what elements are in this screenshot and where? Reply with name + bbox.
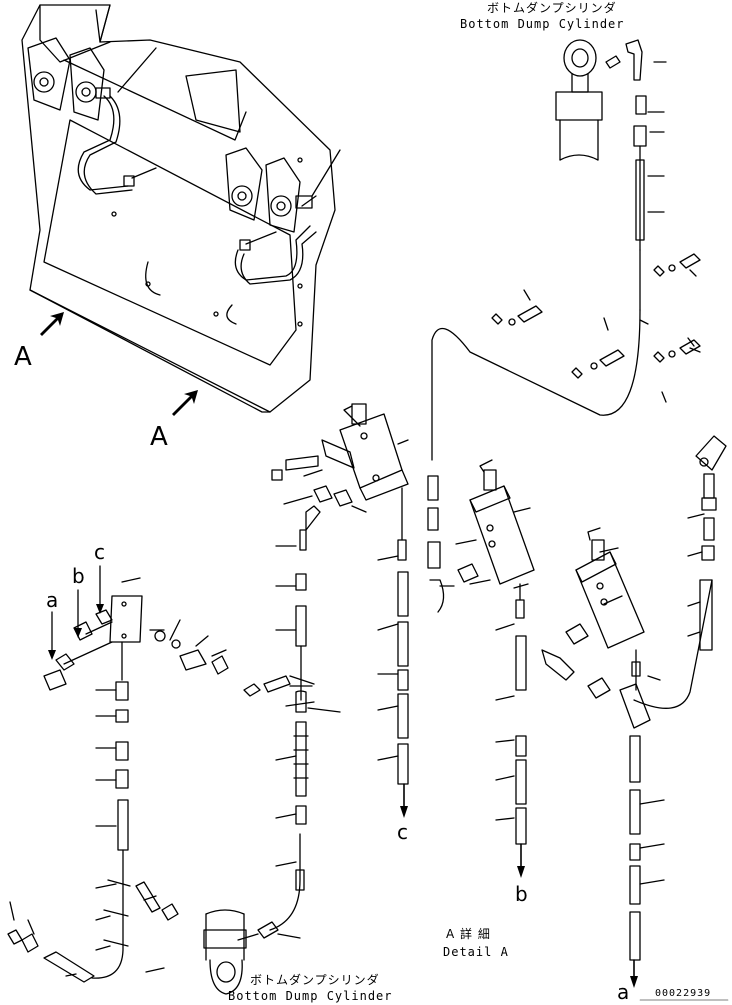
- detail-label-jp: A 詳 細: [446, 927, 491, 941]
- view-arrows: [40, 312, 198, 416]
- letter-c-down: c: [397, 820, 408, 844]
- top-hose-assembly: [431, 39, 701, 461]
- letter-a-left: a: [46, 588, 59, 612]
- center-left-hose-stack: [243, 505, 341, 939]
- letter-c-left: c: [94, 540, 105, 564]
- letter-b-down: b: [515, 882, 528, 906]
- view-marker-left: A: [14, 342, 32, 372]
- abc-arrowheads: [48, 604, 638, 988]
- middle-hose-stack: [495, 583, 527, 871]
- bucket-frame: [21, 4, 341, 413]
- letter-a-down: a: [617, 980, 630, 1004]
- top-cylinder-label-en: Bottom Dump Cylinder: [460, 17, 625, 31]
- center-hose-stack: [377, 487, 409, 811]
- right-manifold: [541, 527, 713, 981]
- bottom-cylinder-label-en: Bottom Dump Cylinder: [228, 989, 393, 1003]
- right-top-fitting: [687, 435, 727, 637]
- middle-manifold: [427, 459, 535, 613]
- top-cylinder-label-jp: ボトムダンプシリンダ: [487, 1, 617, 15]
- detail-label-en: Detail A: [443, 945, 509, 959]
- left-bracket-assembly: [7, 565, 229, 983]
- letter-b-left: b: [72, 564, 85, 588]
- top-cylinder: [555, 39, 603, 161]
- view-arrow-center: [172, 390, 198, 416]
- drawing-number: 00022939: [655, 988, 712, 999]
- b-down-arrowhead: [517, 866, 525, 878]
- c-down-arrowhead: [400, 806, 408, 818]
- center-left-manifold: [271, 403, 409, 513]
- view-marker-center: A: [150, 422, 168, 452]
- bottom-cylinder: [203, 909, 259, 995]
- a-down-arrowhead: [630, 976, 638, 988]
- bottom-cylinder-label-jp: ボトムダンプシリンダ: [250, 973, 380, 987]
- view-arrow-left: [40, 312, 64, 336]
